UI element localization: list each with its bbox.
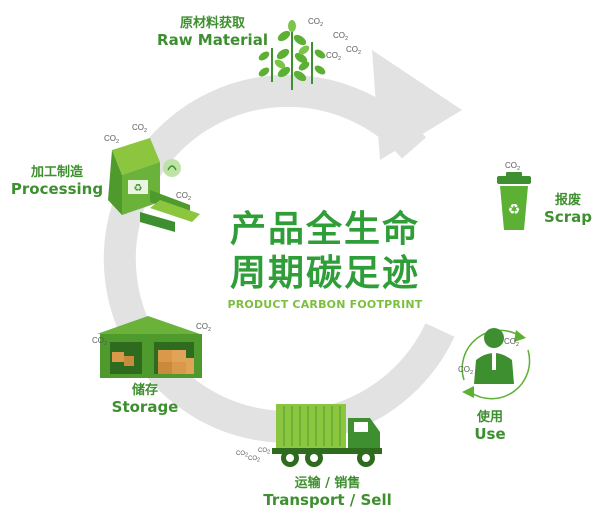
storage-zh: 储存 <box>131 383 158 398</box>
processing-zh: 加工制造 <box>30 165 83 180</box>
svg-text:CO2: CO2 <box>92 336 107 347</box>
title-line-2: 周期碳足迹 <box>229 253 420 294</box>
factory-machine-icon: ♻ <box>108 138 200 232</box>
stage-label-use: 使用 Use <box>462 410 518 443</box>
svg-text:CO2: CO2 <box>258 448 270 456</box>
use-zh: 使用 <box>476 410 503 425</box>
svg-text:CO2: CO2 <box>308 17 323 28</box>
title-subtitle: PRODUCT CARBON FOOTPRINT <box>227 298 423 311</box>
svg-text:CO2: CO2 <box>346 45 361 56</box>
svg-text:CO2: CO2 <box>326 51 341 62</box>
svg-text:CO2: CO2 <box>176 191 191 202</box>
cycle-arrow-head <box>372 50 462 160</box>
svg-text:CO2: CO2 <box>458 365 473 376</box>
stage-label-raw-material: 原材料获取 Raw Material <box>150 16 275 49</box>
warehouse-icon <box>97 316 202 378</box>
stage-label-scrap: 报废 Scrap <box>538 193 598 226</box>
raw-material-en: Raw Material <box>157 30 268 49</box>
stage-label-storage: 储存 Storage <box>100 383 190 416</box>
co2-labels: CO2 CO2 CO2 CO2 CO2 CO2 CO2 CO2 CO2 CO2 … <box>92 17 520 464</box>
raw-material-zh: 原材料获取 <box>179 16 245 31</box>
scrap-en: Scrap <box>544 207 592 226</box>
svg-text:CO2: CO2 <box>333 31 348 42</box>
svg-text:CO2: CO2 <box>236 451 248 459</box>
stage-label-transport: 运输 / 销售 Transport / Sell <box>255 476 400 509</box>
co2-label: CO <box>308 17 320 26</box>
truck-icon <box>272 404 382 467</box>
svg-text:CO2: CO2 <box>505 161 520 172</box>
storage-en: Storage <box>111 397 179 416</box>
transport-en: Transport / Sell <box>263 490 392 509</box>
plant-sprouts-icon <box>258 20 326 90</box>
title-line-1: 产品全生命 <box>229 209 420 250</box>
svg-text:♻: ♻ <box>134 183 143 194</box>
svg-text:CO2: CO2 <box>104 134 119 145</box>
stage-label-processing: 加工制造 Processing <box>2 165 112 198</box>
svg-text:CO2: CO2 <box>504 337 519 348</box>
person-icon <box>461 328 531 400</box>
scrap-zh: 报废 <box>554 193 581 208</box>
transport-zh: 运输 / 销售 <box>294 476 361 491</box>
center-title: 产品全生命 周期碳足迹 PRODUCT CARBON FOOTPRINT <box>200 208 450 311</box>
svg-text:CO2: CO2 <box>196 322 211 333</box>
recycle-bin-icon: ♻ <box>497 172 531 230</box>
processing-en: Processing <box>10 179 104 198</box>
use-en: Use <box>474 424 506 443</box>
svg-text:CO2: CO2 <box>248 456 260 464</box>
svg-text:♻: ♻ <box>508 202 521 218</box>
svg-text:CO2: CO2 <box>132 123 147 134</box>
